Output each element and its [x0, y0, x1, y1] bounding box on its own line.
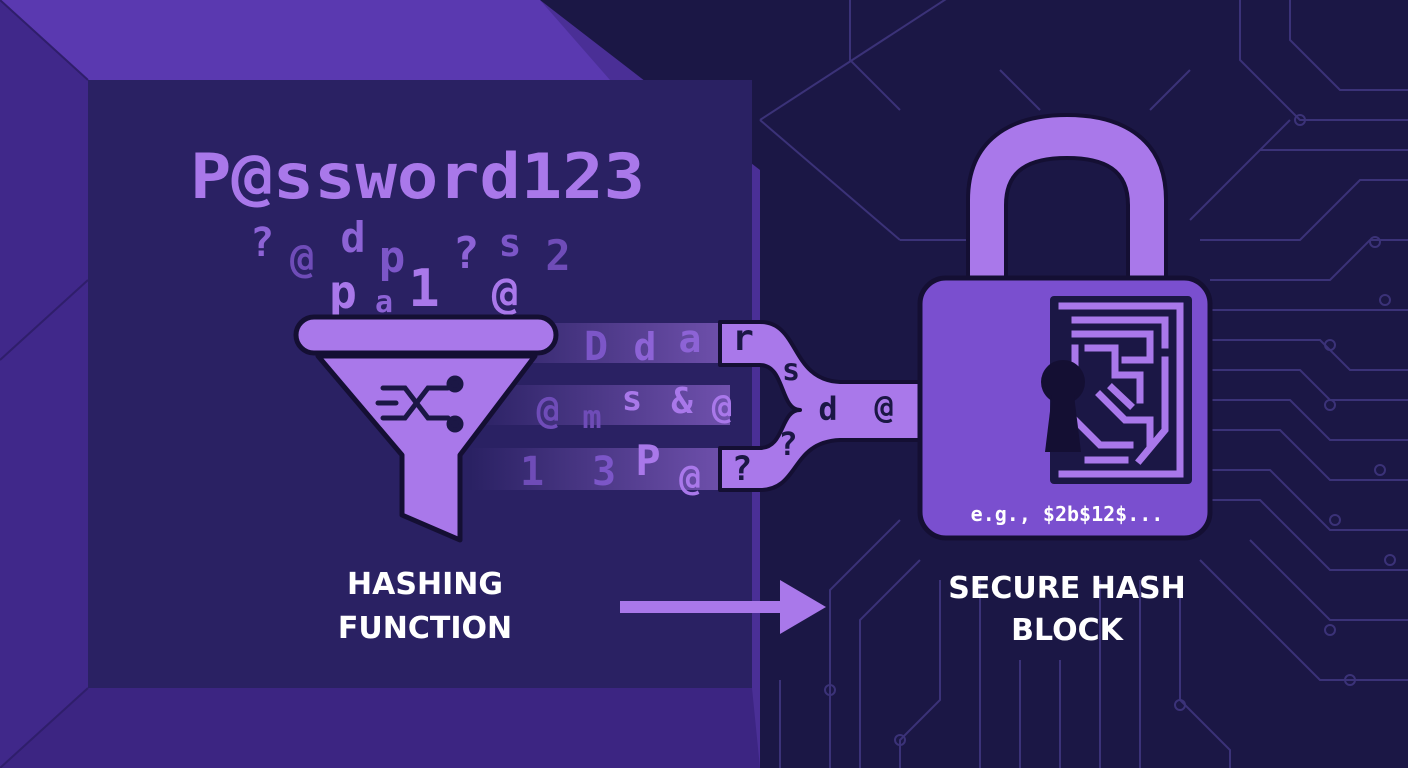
stream-char-15: ?	[778, 425, 797, 463]
scatter-char-10: @	[492, 268, 519, 319]
stream-char-4: s	[782, 353, 800, 388]
stream-char-12: P	[635, 436, 660, 485]
stream-char-6: m	[582, 398, 601, 436]
scatter-char-4: ?	[453, 228, 480, 279]
stream-char-8: &	[671, 381, 693, 422]
arrow-right-icon	[620, 580, 826, 634]
stream-char-16: d	[818, 390, 837, 428]
stream-char-1: d	[634, 325, 657, 369]
scatter-char-5: s	[499, 221, 522, 265]
stream-char-2: a	[679, 317, 702, 361]
hashing-label-line1: HASHING	[347, 567, 503, 602]
funnel-icon	[293, 314, 559, 543]
circuit-traces	[759, 0, 1408, 768]
scatter-char-0: ?	[250, 220, 274, 266]
hashing-label-line2: FUNCTION	[338, 611, 512, 646]
stream-char-7: s	[622, 379, 642, 419]
stream-char-10: 1	[520, 449, 544, 495]
hash-example-text: e.g., $2b$12$...	[971, 502, 1164, 526]
stream-char-17: @	[874, 388, 893, 426]
stream-char-11: 3	[592, 449, 616, 495]
stream-char-5: @	[537, 388, 560, 432]
secure-label-line2: BLOCK	[1011, 613, 1124, 648]
circuit-nodes	[824, 114, 1396, 746]
password-text: P@ssword123	[190, 140, 645, 213]
scatter-char-7: p	[329, 265, 357, 319]
scatter-char-9: 1	[408, 259, 439, 319]
scatter-char-2: d	[340, 213, 365, 262]
stream-char-13: @	[679, 458, 701, 499]
stream-char-0: D	[584, 324, 608, 370]
scatter-char-3: p	[379, 232, 406, 283]
scatter-char-6: 2	[545, 231, 570, 280]
stream-char-14: ?	[732, 449, 752, 489]
scatter-char-8: a	[375, 285, 393, 320]
stream-char-3: r	[732, 318, 754, 359]
shuffle-icon	[375, 375, 464, 433]
keyhole-icon	[1041, 360, 1085, 452]
stream-char-9: @	[712, 387, 732, 427]
secure-label-line1: SECURE HASH	[948, 571, 1186, 606]
stream-arrow	[718, 320, 1014, 492]
scatter-char-1: @	[290, 236, 314, 282]
